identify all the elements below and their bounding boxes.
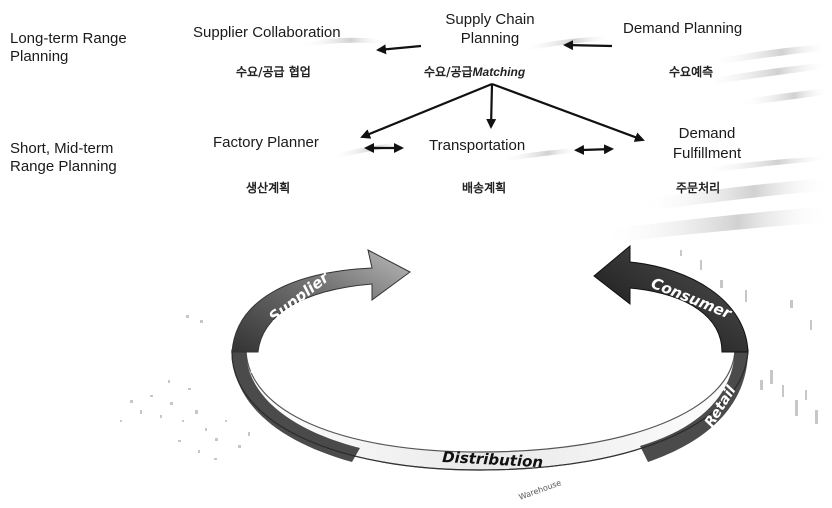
warehouse-text: Warehouse	[518, 478, 563, 502]
distribution-ring-text: Distribution	[442, 448, 544, 471]
consumer-arrow	[593, 244, 749, 353]
arrow-to-demand-fulfillment	[491, 82, 645, 142]
transportation-korean: 배송계획	[462, 181, 507, 195]
long-term-range-label: Long-term Range Planning	[10, 30, 127, 65]
supply-chain-korean-prefix: 수요/공급	[424, 65, 473, 79]
demand-fulfillment-korean: 주문처리	[676, 181, 721, 195]
supplier-collaboration-korean: 수요/공급 협업	[236, 65, 311, 79]
supply-chain-planning-label: Supply Chain Planning	[445, 11, 535, 47]
supply-chain-matching-korean: 수요/공급Matching	[424, 65, 526, 79]
double-arrow-transport-fulfillment	[574, 144, 614, 155]
manufacturing-band	[232, 350, 360, 462]
factory-planner-label: Factory Planner	[213, 134, 319, 151]
demand-planning-label: Demand Planning	[623, 20, 743, 37]
supplier-collaboration-label: Supplier Collaboration	[193, 24, 341, 41]
matching-text: Matching	[472, 65, 526, 79]
short-mid-term-range-label: Short, Mid-term Range Planning	[10, 140, 117, 175]
retail-band	[640, 350, 748, 462]
arrow-to-factory-planner	[360, 82, 493, 139]
supplier-arrow	[231, 249, 411, 353]
arrow-from-demand-planning	[563, 40, 613, 51]
demand-planning-korean: 수요예측	[669, 65, 714, 79]
arrow-to-transportation	[486, 83, 497, 129]
factory-planner-korean: 생산계획	[246, 181, 291, 195]
demand-fulfillment-label: Demand Fulfillment	[672, 125, 742, 162]
arrow-to-supplier-collaboration	[376, 44, 422, 55]
transportation-label: Transportation	[429, 137, 526, 154]
